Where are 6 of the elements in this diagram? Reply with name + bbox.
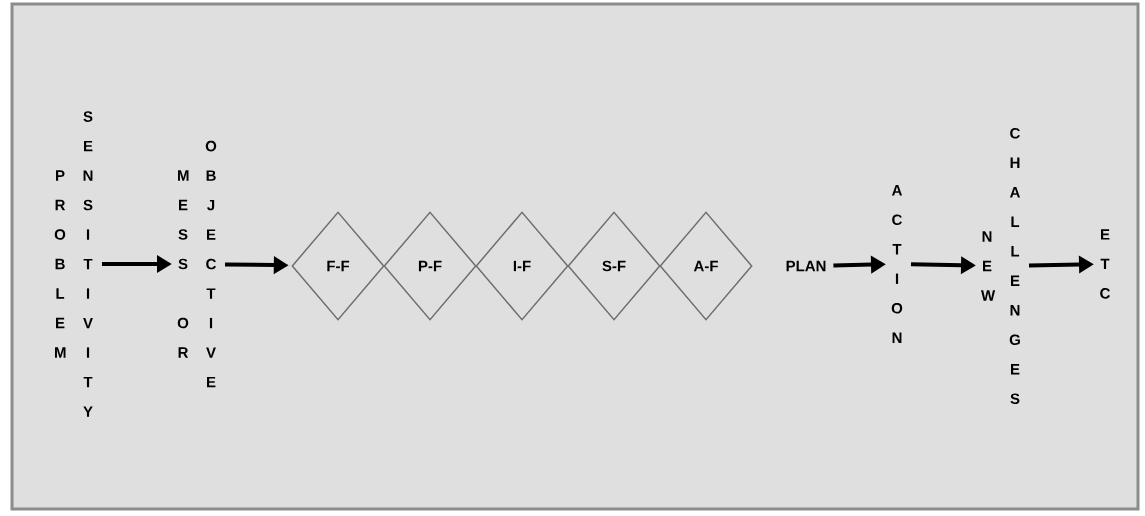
word-label: PLAN	[786, 260, 826, 272]
vertical-label: PROBLEM SENSITIVITY	[54, 111, 93, 417]
vertical-label: ACTION	[891, 185, 903, 343]
vertical-label: ETC	[1100, 229, 1110, 299]
vertical-label: NEW CHALLENGES	[981, 127, 1020, 405]
vertical-label: MESS OR OBJECTIVE	[177, 140, 217, 388]
